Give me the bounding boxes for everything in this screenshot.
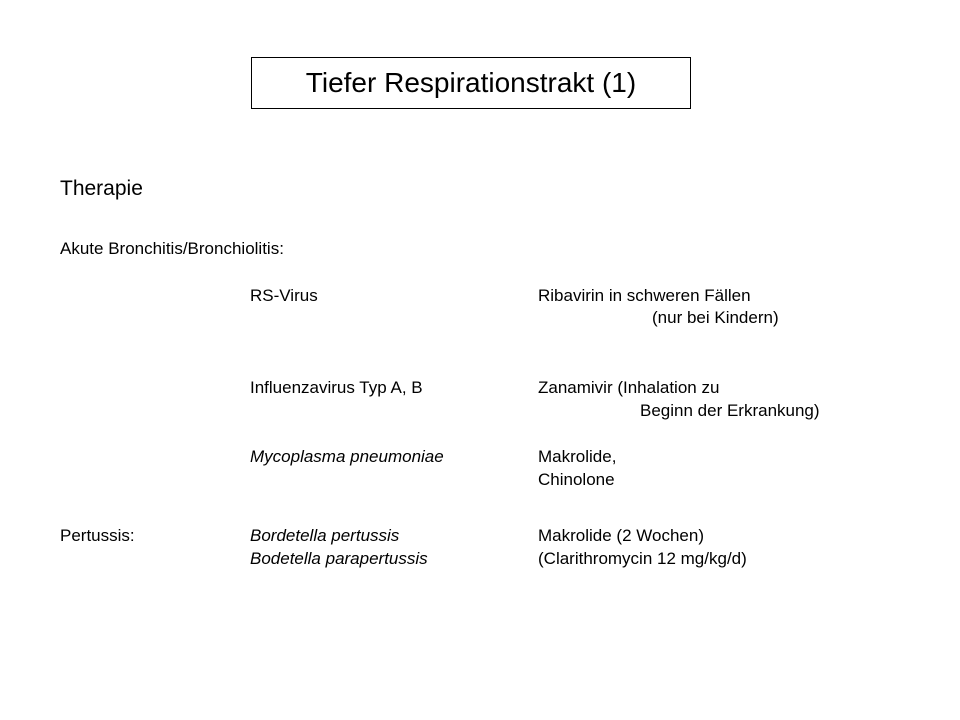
pertussis-pathogen-line1: Bordetella pertussis bbox=[250, 526, 400, 545]
slide-title: Tiefer Respirationstrakt (1) bbox=[305, 67, 637, 98]
pathogen-mycoplasma: Mycoplasma pneumoniae bbox=[250, 447, 444, 466]
pertussis-therapy-line1: Makrolide (2 Wochen) bbox=[538, 526, 704, 545]
therapy-rs-virus-line2: (nur bei Kindern) bbox=[652, 308, 779, 327]
therapy-mycoplasma-line2: Chinolone bbox=[538, 470, 615, 489]
pertussis-pathogen-line2: Bodetella parapertussis bbox=[250, 549, 428, 568]
bronchitis-label: Akute Bronchitis/Bronchiolitis: bbox=[60, 239, 284, 258]
pathogen-rs-virus: RS-Virus bbox=[250, 286, 318, 305]
therapy-mycoplasma-line1: Makrolide, bbox=[538, 447, 617, 466]
pertussis-therapy-line2: (Clarithromycin 12 mg/kg/d) bbox=[538, 549, 747, 568]
therapy-influenza-line2: Beginn der Erkrankung) bbox=[640, 401, 820, 420]
therapy-influenza-line1: Zanamivir (Inhalation zu bbox=[538, 378, 720, 397]
slide-title-box: Tiefer Respirationstrakt (1) bbox=[251, 57, 691, 109]
therapy-rs-virus-line1: Ribavirin in schweren Fällen bbox=[538, 286, 751, 305]
pathogen-influenza: Influenzavirus Typ A, B bbox=[250, 378, 423, 397]
section-heading: Therapie bbox=[60, 177, 143, 200]
pertussis-label: Pertussis: bbox=[60, 526, 135, 545]
